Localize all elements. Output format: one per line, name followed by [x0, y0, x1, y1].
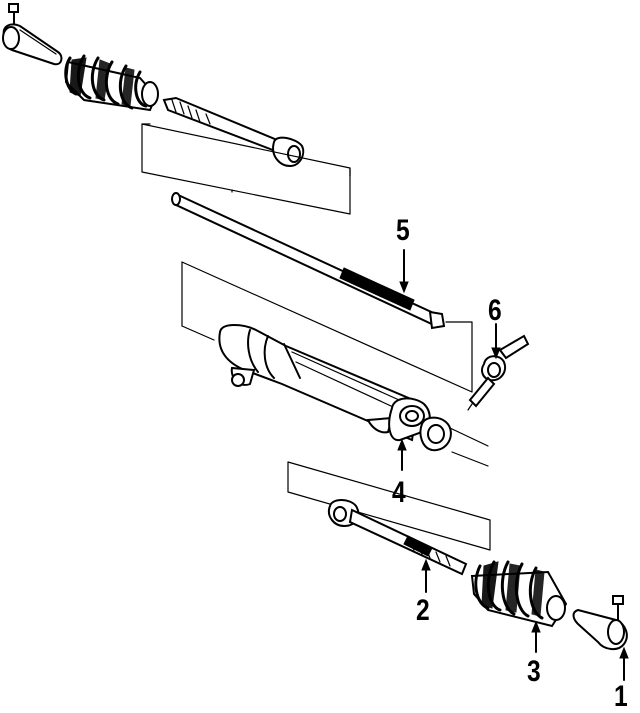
callout-6: 6	[488, 294, 502, 327]
leader-4	[397, 438, 407, 471]
leader-3	[531, 620, 541, 653]
callout-3: 3	[527, 655, 541, 688]
tie-rod-end-left	[2, 3, 63, 66]
rack-bar	[171, 189, 446, 330]
assembly-bracket-lower	[287, 461, 491, 551]
inner-tie-rod-right	[328, 499, 468, 576]
callout-5: 5	[396, 214, 410, 247]
callout-4: 4	[392, 476, 406, 509]
tie-rod-end-right	[572, 595, 628, 650]
leader-2	[421, 558, 431, 593]
boot-right	[470, 560, 568, 628]
callout-2: 2	[416, 594, 430, 627]
leader-lines	[397, 249, 629, 681]
boot-left	[64, 54, 159, 112]
rack-housing	[218, 324, 489, 467]
leader-1	[619, 646, 629, 681]
callout-1: 1	[614, 680, 628, 713]
assembly-bracket-upper	[141, 123, 351, 215]
fitting	[467, 334, 530, 411]
leader-6	[491, 323, 501, 360]
inner-tie-rod-left	[162, 96, 305, 168]
leader-5	[399, 249, 409, 294]
assembly-bracket-middle	[181, 261, 473, 393]
